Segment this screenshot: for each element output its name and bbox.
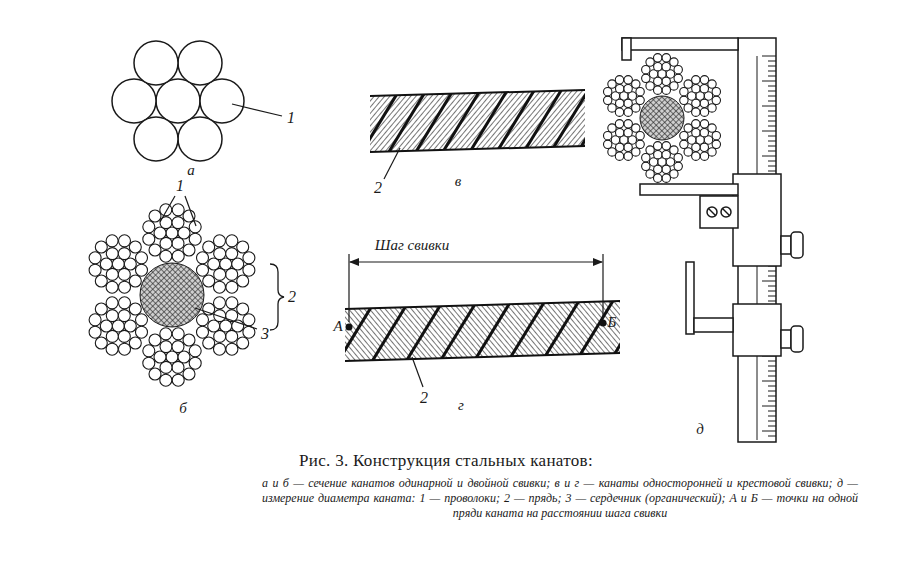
caliper: [622, 38, 803, 442]
subfigure-letter: а: [187, 163, 195, 178]
figure-caption: Рис. 3. Конструкция стальных канатов:: [299, 452, 593, 471]
lay-pitch-dimension: [349, 254, 603, 322]
point-label: А: [333, 319, 342, 334]
callout-number: 3: [261, 326, 269, 342]
dimension-label: Шаг свивки: [375, 238, 449, 253]
subfigure-letter: б: [179, 401, 187, 416]
leader-line: [195, 308, 257, 329]
point-label: Б: [608, 315, 617, 330]
callout-number: 2: [374, 180, 382, 196]
callout-number: 2: [420, 390, 428, 406]
rope-section-measured: [604, 54, 721, 183]
leader-line: [384, 148, 400, 179]
subfigure-letter: в: [455, 174, 462, 189]
subfigure-letter: г: [458, 398, 464, 413]
callout-number: 1: [176, 178, 184, 194]
double-lay-section: [89, 204, 255, 386]
callout-number: 1: [287, 110, 295, 126]
leader-line: [232, 104, 282, 116]
leader-line: [160, 196, 175, 222]
caption-description: а и б — сечение канатов одинарной и двой…: [262, 476, 858, 521]
subfigure-letter: д: [696, 422, 704, 437]
rope-one-side-lay: [330, 84, 646, 160]
rope-cross-lay: [300, 296, 684, 368]
leader-line: [412, 357, 423, 387]
strand-bracket: [270, 264, 284, 330]
leader-line: [185, 196, 196, 226]
single-lay-section: [112, 41, 244, 161]
callout-number: 2: [288, 289, 296, 305]
